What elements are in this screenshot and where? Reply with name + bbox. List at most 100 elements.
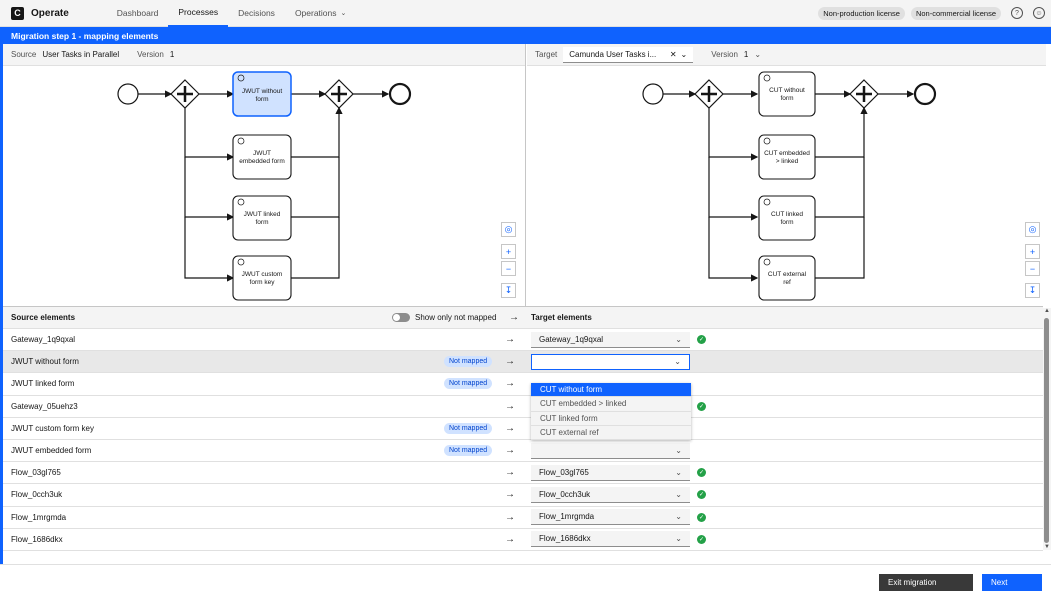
- target-task-embedded-linked[interactable]: CUT embedded> linked: [758, 134, 816, 180]
- zoom-out-icon[interactable]: −: [1025, 261, 1040, 276]
- reset-view-icon[interactable]: ◎: [501, 222, 516, 237]
- scroll-down-icon[interactable]: ▼: [1044, 544, 1050, 550]
- reset-view-icon[interactable]: ◎: [1025, 222, 1040, 237]
- table-scrollbar[interactable]: ▲ ▼: [1043, 308, 1051, 550]
- toggle-switch[interactable]: [392, 313, 410, 322]
- license-badge-noncommercial[interactable]: Non-commercial license: [910, 6, 1001, 20]
- user-task-icon: [763, 198, 771, 206]
- chevron-down-icon: ⌄: [675, 467, 682, 477]
- chevron-down-icon[interactable]: ⌄: [680, 49, 688, 59]
- arrow-right-icon: →: [505, 489, 515, 501]
- target-element-select[interactable]: Flow_1mrgmda⌄: [531, 509, 690, 526]
- zoom-in-icon[interactable]: +: [1025, 244, 1040, 259]
- scrollbar-thumb[interactable]: [1044, 318, 1049, 543]
- chevron-down-icon: ⌄: [675, 489, 682, 499]
- option-cut-external-ref[interactable]: CUT external ref: [531, 426, 691, 441]
- source-flows: [138, 90, 390, 282]
- not-mapped-badge: Not mapped: [444, 445, 493, 457]
- arrow-right-icon: →: [505, 422, 515, 434]
- header-right: Non-production license Non-commercial li…: [818, 6, 1045, 20]
- arrow-right-icon: →: [505, 511, 515, 523]
- join-gateway[interactable]: [849, 79, 879, 109]
- option-cut-without-form[interactable]: CUT without form: [531, 383, 691, 398]
- app-name[interactable]: Operate: [31, 7, 69, 19]
- target-element-select[interactable]: ⌄: [531, 442, 690, 459]
- option-cut-linked-form[interactable]: CUT linked form: [531, 412, 691, 426]
- clear-icon[interactable]: ✕: [669, 49, 677, 59]
- target-panel-bar: Target Camunda User Tasks i... ✕ ⌄ Versi…: [527, 44, 1046, 66]
- arrow-right-icon: →: [505, 378, 515, 390]
- user-task-icon: [763, 258, 771, 266]
- nav-processes[interactable]: Processes: [168, 0, 229, 27]
- target-element-select[interactable]: Flow_0cch3uk ⌄: [531, 486, 690, 503]
- target-elements-header: Target elements: [531, 313, 592, 322]
- license-badge-nonproduction[interactable]: Non-production license: [818, 6, 905, 20]
- end-event[interactable]: [913, 82, 937, 106]
- fork-gateway[interactable]: [170, 79, 200, 109]
- source-element-name: Gateway_1q9qxal: [11, 335, 76, 345]
- nav-decisions[interactable]: Decisions: [238, 8, 275, 18]
- join-gateway[interactable]: [324, 79, 354, 109]
- chevron-down-icon: ⌄: [675, 334, 682, 344]
- target-element-select[interactable]: ⌄: [531, 353, 690, 370]
- chevron-down-icon: ⌄: [675, 512, 682, 522]
- source-process-name: User Tasks in Parallel: [42, 50, 120, 59]
- target-process-select[interactable]: Camunda User Tasks i... ✕ ⌄: [563, 46, 694, 63]
- checkmark-icon: ✓: [697, 534, 706, 544]
- user-task-icon: [237, 74, 245, 82]
- source-diagram-panel: Source User Tasks in Parallel Version 1: [3, 44, 526, 306]
- user-task-icon: [763, 137, 771, 145]
- download-icon[interactable]: ↧: [1025, 283, 1040, 298]
- source-element-name: Flow_1mrgmda: [11, 512, 67, 522]
- target-element-select[interactable]: Flow_03gl765⌄: [531, 464, 690, 481]
- source-element-name: JWUT embedded form: [11, 446, 92, 456]
- target-version-select[interactable]: Version 1 ⌄: [711, 50, 761, 59]
- user-icon[interactable]: ☺: [1033, 7, 1045, 19]
- zoom-out-icon[interactable]: −: [501, 261, 516, 276]
- table-row: Gateway_1q9qxal → Gateway_1q9qxal⌄ ✓: [3, 329, 1043, 352]
- user-task-icon: [237, 198, 245, 206]
- user-task-icon: [237, 258, 245, 266]
- source-element-name: Gateway_05uehz3: [11, 401, 78, 411]
- target-element-value: Gateway_1q9qxal: [539, 334, 604, 344]
- option-cut-embedded-linked[interactable]: CUT embedded > linked: [531, 397, 691, 412]
- not-mapped-badge: Not mapped: [444, 422, 493, 434]
- download-icon[interactable]: ↧: [501, 283, 516, 298]
- checkmark-icon: ✓: [697, 468, 706, 478]
- mapping-table-header: Source elements Show only not mapped → T…: [3, 307, 1043, 329]
- top-header: C Operate Dashboard Processes Decisions …: [0, 0, 1051, 27]
- camunda-logo-icon[interactable]: C: [11, 6, 24, 20]
- start-event[interactable]: [117, 83, 139, 105]
- element-mapping-table: Source elements Show only not mapped → T…: [3, 306, 1043, 564]
- arrow-right-icon: →: [505, 533, 515, 545]
- end-event[interactable]: [388, 82, 412, 106]
- show-only-not-mapped-toggle[interactable]: Show only not mapped: [392, 313, 496, 322]
- footer-actions: Exit migration Next: [0, 564, 1051, 597]
- target-element-select[interactable]: Gateway_1q9qxal ⌄: [531, 331, 690, 348]
- nav-dashboard[interactable]: Dashboard: [116, 8, 159, 18]
- start-event[interactable]: [642, 83, 664, 105]
- checkmark-icon: ✓: [697, 512, 706, 522]
- scroll-up-icon[interactable]: ▲: [1044, 308, 1050, 314]
- target-element-select[interactable]: Flow_1686dkx⌄: [531, 531, 690, 548]
- exit-migration-button[interactable]: Exit migration: [879, 574, 973, 591]
- fork-gateway[interactable]: [694, 79, 724, 109]
- help-icon[interactable]: ?: [1011, 7, 1023, 19]
- zoom-in-icon[interactable]: +: [501, 244, 516, 259]
- source-element-name: Flow_0cch3uk: [11, 490, 63, 500]
- source-zoom-controls: ◎ + − ↧: [501, 222, 516, 298]
- table-row: JWUT linked form Not mapped →: [3, 373, 1043, 396]
- nav-operations[interactable]: Operations⌄: [294, 8, 347, 18]
- target-element-value: Flow_0cch3uk: [539, 489, 591, 499]
- next-button[interactable]: Next: [982, 574, 1042, 591]
